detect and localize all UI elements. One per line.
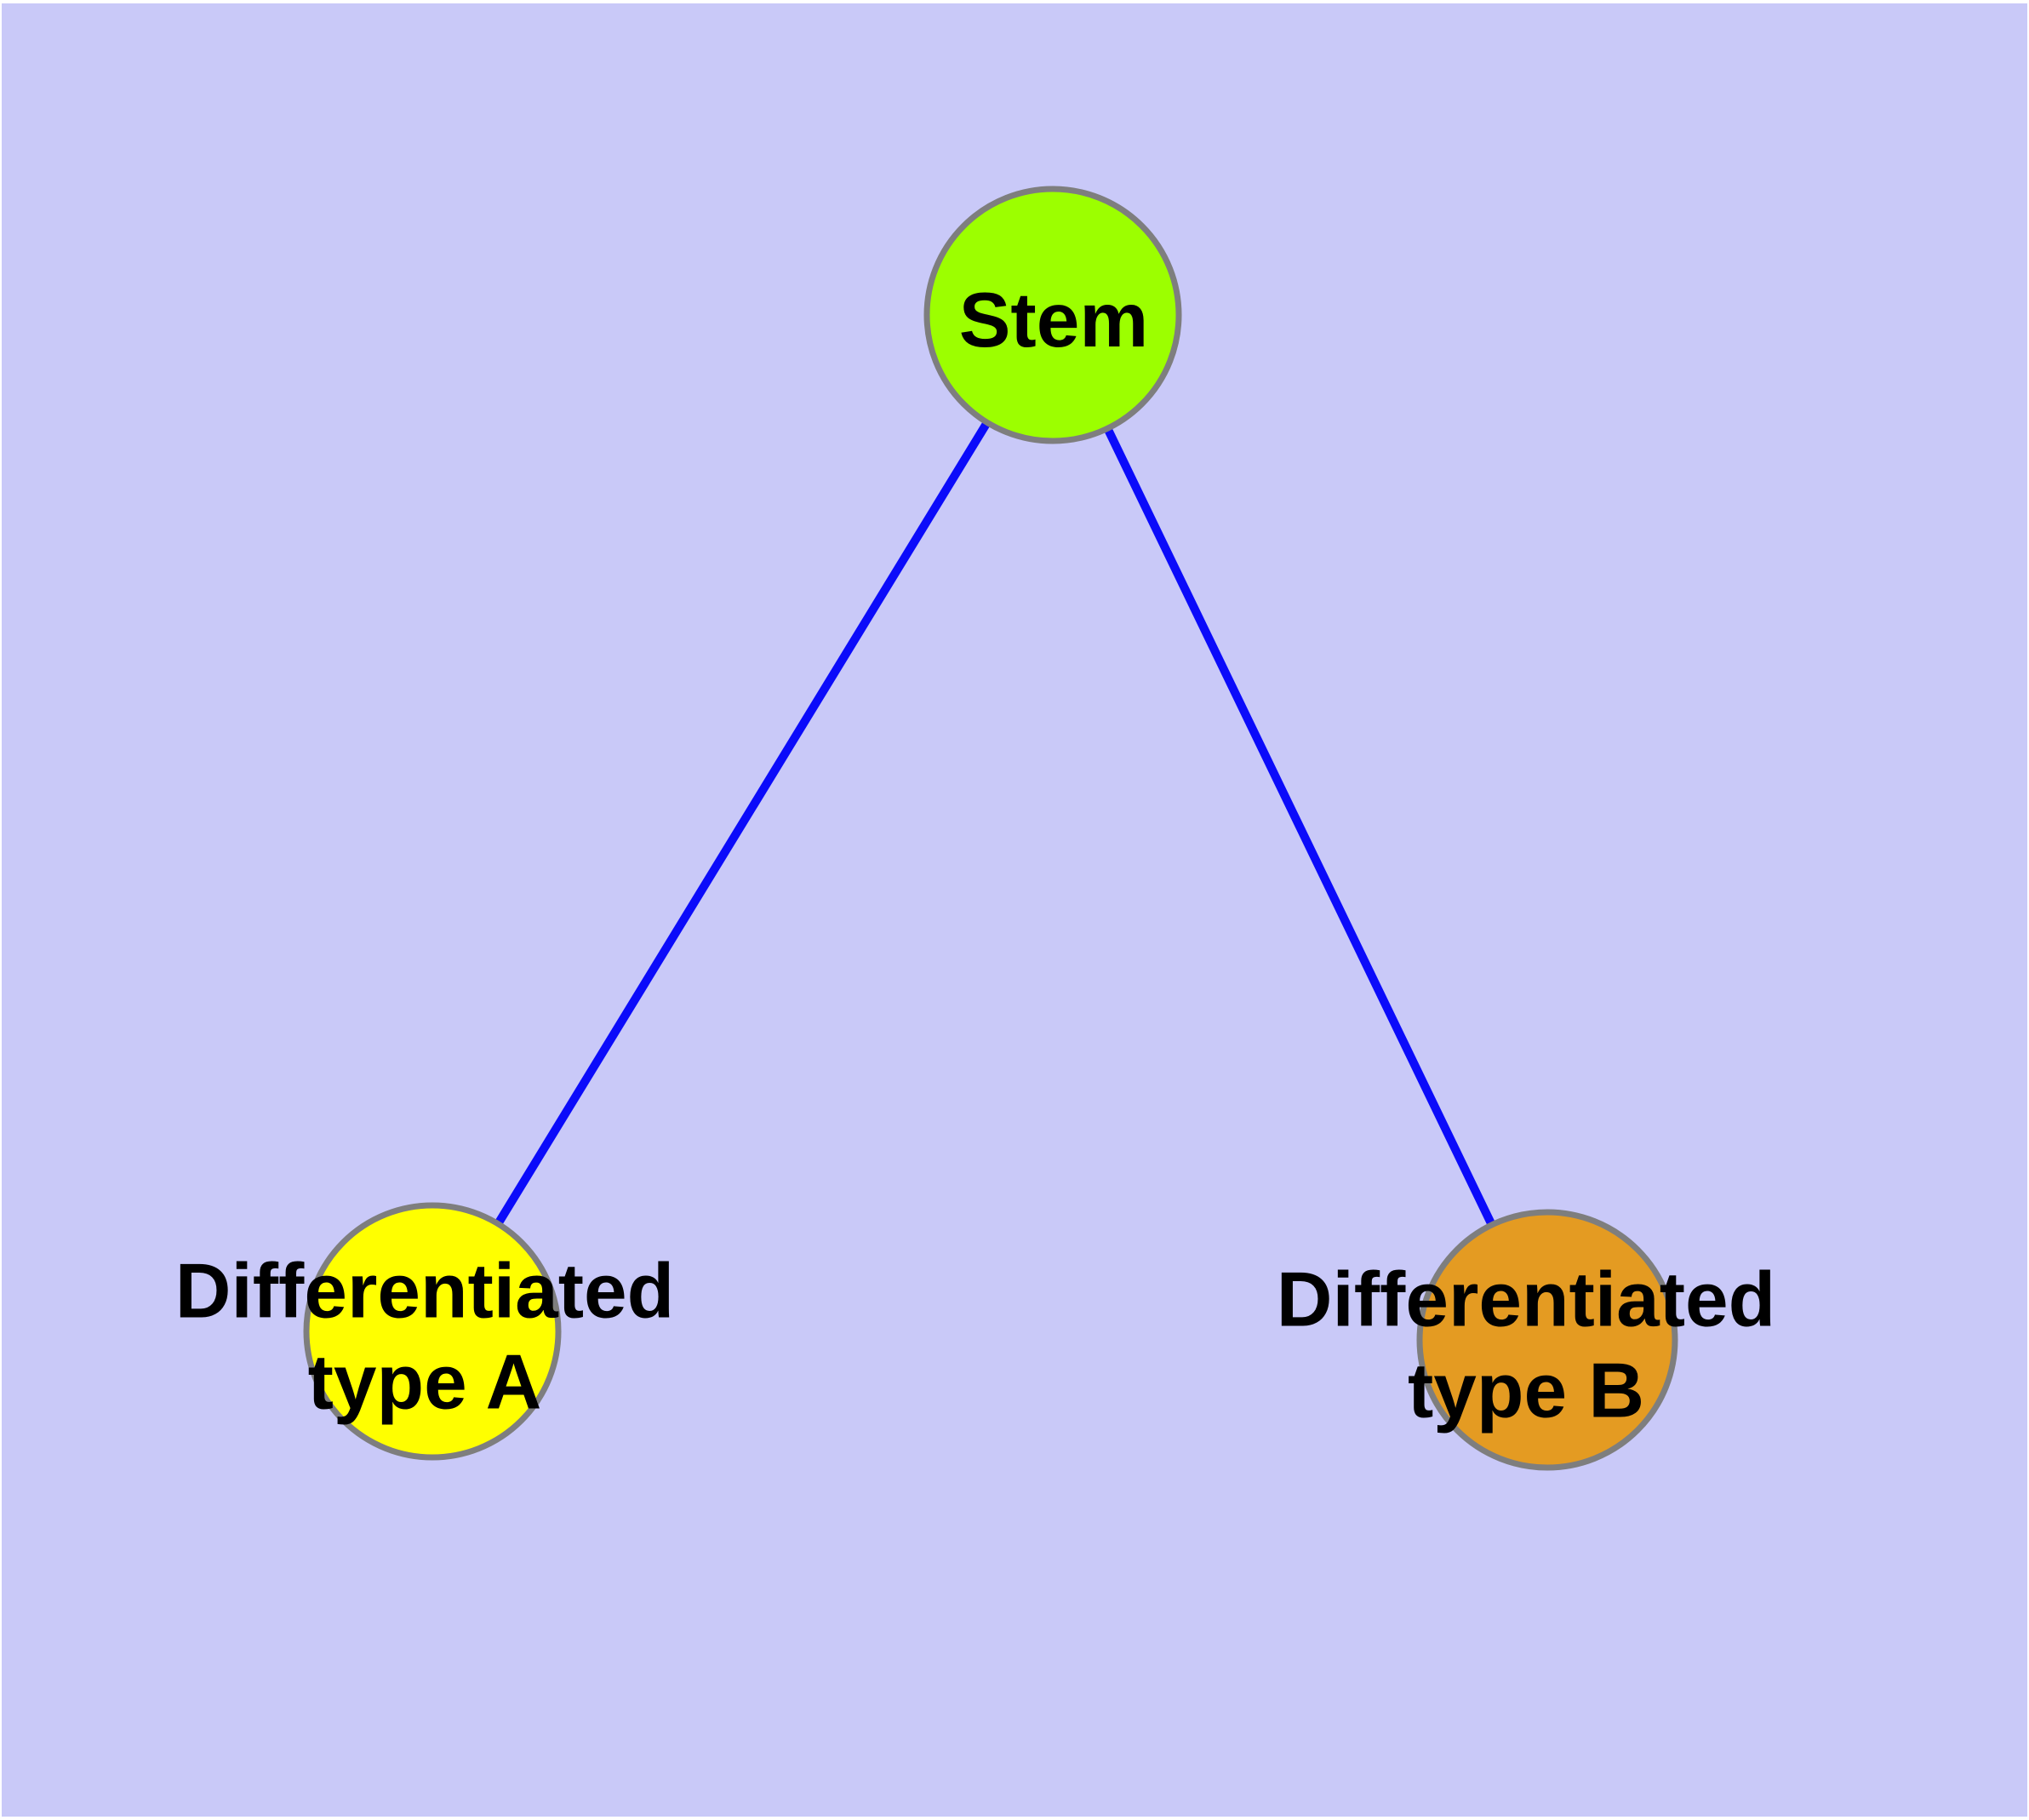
node-label-line: type B (1408, 1348, 1644, 1434)
edge-stem-differentiated-type-b (1049, 312, 1552, 1342)
node-label-stem: Stem (959, 278, 1149, 363)
node-label-line: Differentiated (1277, 1257, 1776, 1343)
edge-stem-differentiated-type-a (428, 312, 1057, 1334)
node-stem (923, 186, 1182, 444)
node-label-line: Differentiated (175, 1249, 675, 1335)
node-label-line: type A (308, 1340, 542, 1426)
node-differentiated-type-b (1416, 1209, 1678, 1471)
node-label-line: Stem (959, 278, 1149, 363)
node-differentiated-type-a (303, 1202, 562, 1461)
